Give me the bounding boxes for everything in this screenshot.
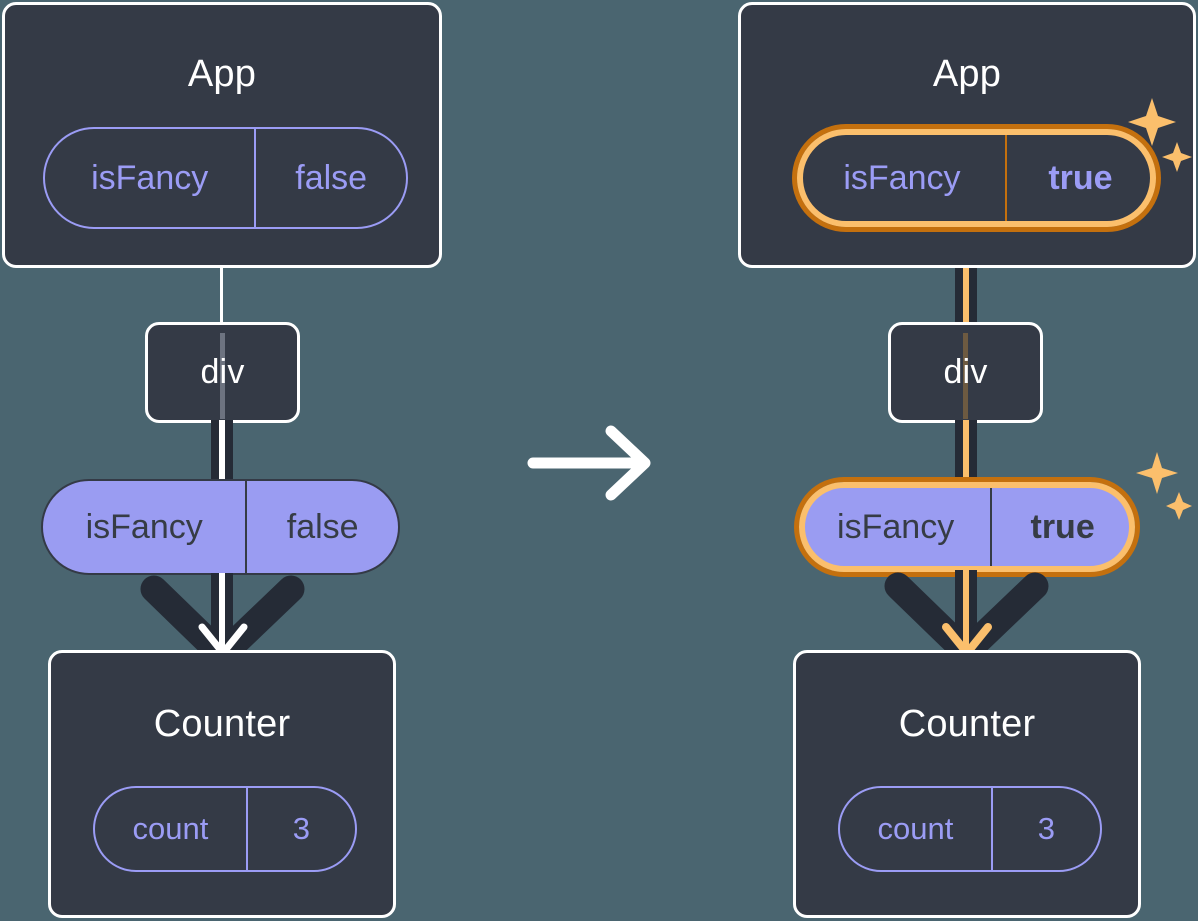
counter-state-pill-before: count 3	[93, 786, 357, 872]
div-panel-before: div	[145, 322, 300, 423]
sparkles-icon-app	[1128, 98, 1192, 172]
app-state-pill-before: isFancy false	[43, 127, 408, 229]
counter-state-key-after: count	[877, 811, 954, 846]
counter-panel-before: Counter count 3	[48, 650, 396, 918]
div-title-after: div	[943, 353, 988, 391]
counter-title-after: Counter	[898, 703, 1036, 745]
prop-pill-before: isFancy false	[41, 479, 400, 575]
edge-div-to-prop-inner-before	[219, 420, 225, 490]
counter-state-pill-after: count 3	[838, 786, 1102, 872]
app-title: App	[187, 53, 257, 95]
app-state-key-after: isFancy	[843, 158, 961, 197]
app-title-after: App	[932, 53, 1002, 95]
edge-prop-to-counter-inner-before	[219, 573, 225, 651]
counter-state-value-after: 3	[990, 788, 1100, 870]
edge-through-div-before	[220, 333, 225, 419]
prop-key: isFancy	[85, 507, 203, 546]
app-state-key: isFancy	[91, 158, 209, 197]
edge-div-to-prop-inner-after	[963, 420, 969, 490]
prop-value-after: true	[990, 484, 1133, 570]
div-panel-after: div	[888, 322, 1043, 423]
edge-prop-to-counter-inner-after	[963, 570, 969, 650]
counter-state-value: 3	[245, 788, 355, 870]
sparkles-icon-prop	[1136, 452, 1192, 520]
edge-app-to-div-inner-after	[963, 210, 969, 326]
right-arrow-icon	[527, 425, 651, 501]
counter-title: Counter	[153, 703, 291, 745]
app-panel-before: App isFancy false	[2, 2, 442, 268]
div-title: div	[200, 353, 245, 391]
prop-key-after: isFancy	[837, 507, 955, 546]
counter-panel-after: Counter count 3	[793, 650, 1141, 918]
counter-state-key: count	[132, 811, 209, 846]
app-state-value-after: true	[1004, 131, 1154, 225]
edge-through-div-after	[963, 333, 968, 419]
edge-app-to-div-before	[220, 265, 223, 325]
prop-pill-after: isFancy true	[799, 482, 1135, 572]
app-state-value: false	[254, 129, 406, 227]
prop-value: false	[245, 481, 398, 573]
app-state-pill-after: isFancy true	[797, 129, 1156, 227]
